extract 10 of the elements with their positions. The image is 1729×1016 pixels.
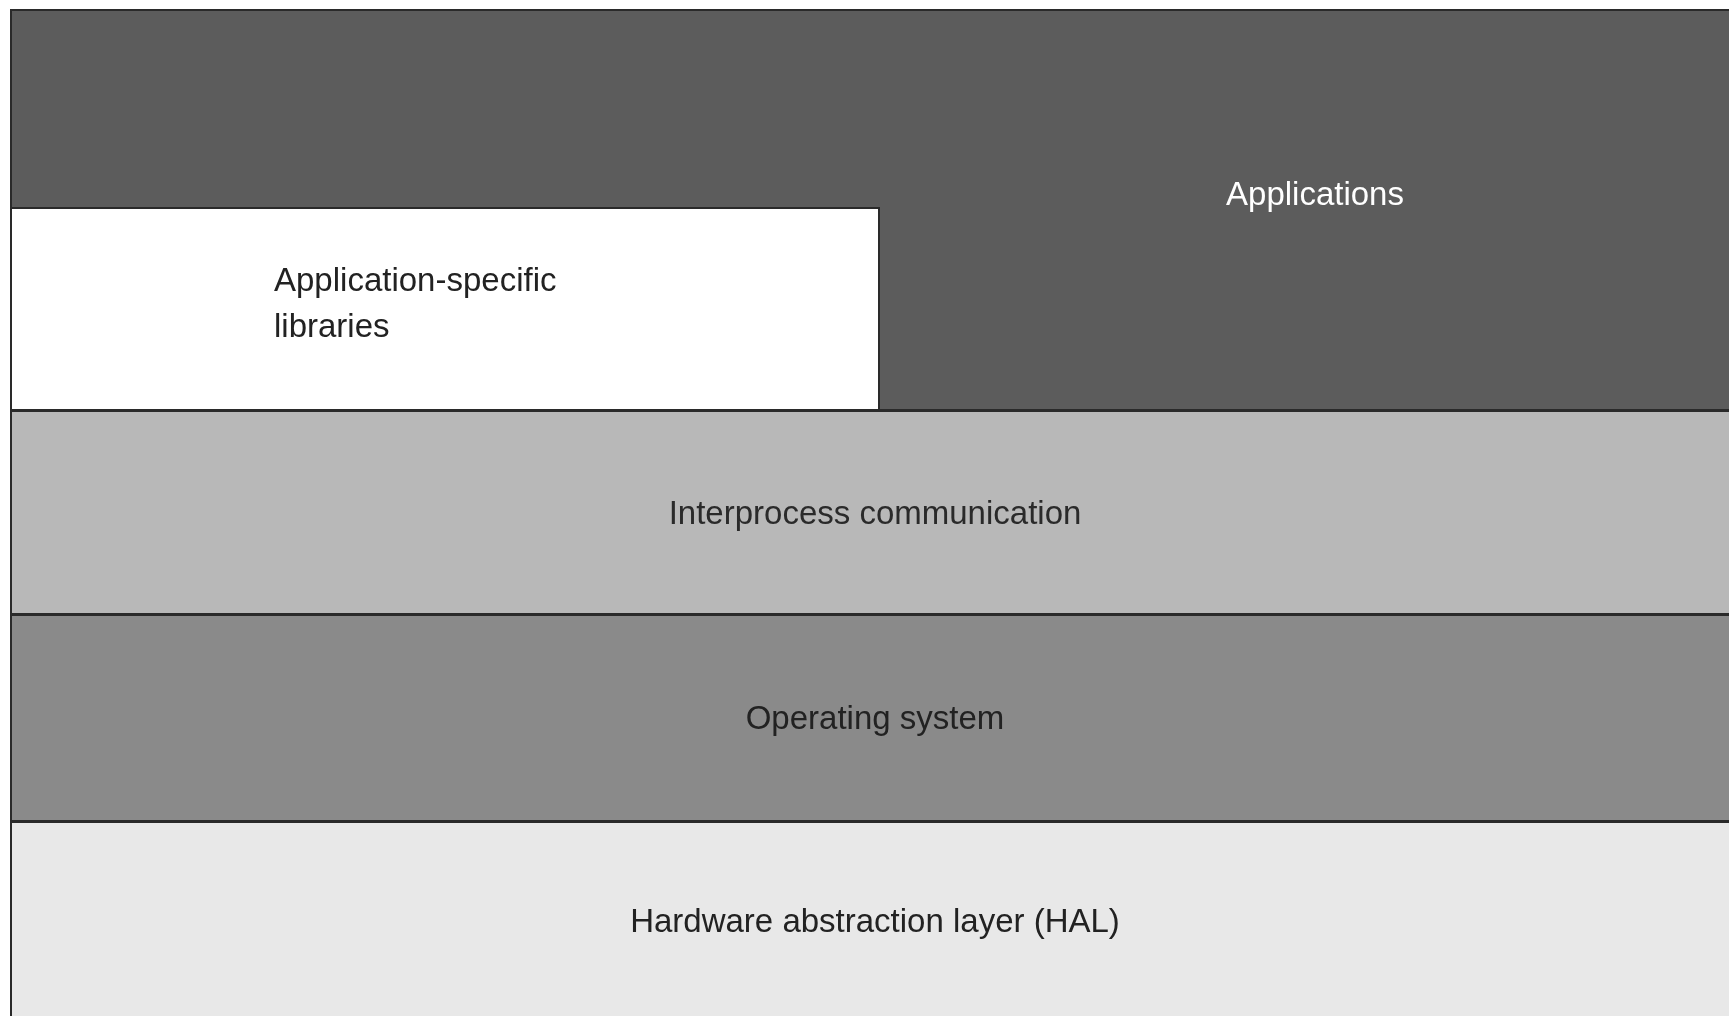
layer-label: Applications — [1225, 174, 1405, 214]
layer-label: Operating system — [745, 698, 1005, 738]
layer-label: Interprocess communication — [668, 492, 1082, 533]
layer-label: Application-specific libraries — [274, 260, 558, 346]
layer-box — [10, 821, 1729, 1016]
layer-label: Hardware abstraction layer (HAL) — [630, 901, 1120, 941]
layer-box — [10, 9, 1729, 411]
layer-box — [10, 410, 1729, 615]
layer-box — [10, 207, 880, 411]
layer-box — [10, 614, 1729, 822]
